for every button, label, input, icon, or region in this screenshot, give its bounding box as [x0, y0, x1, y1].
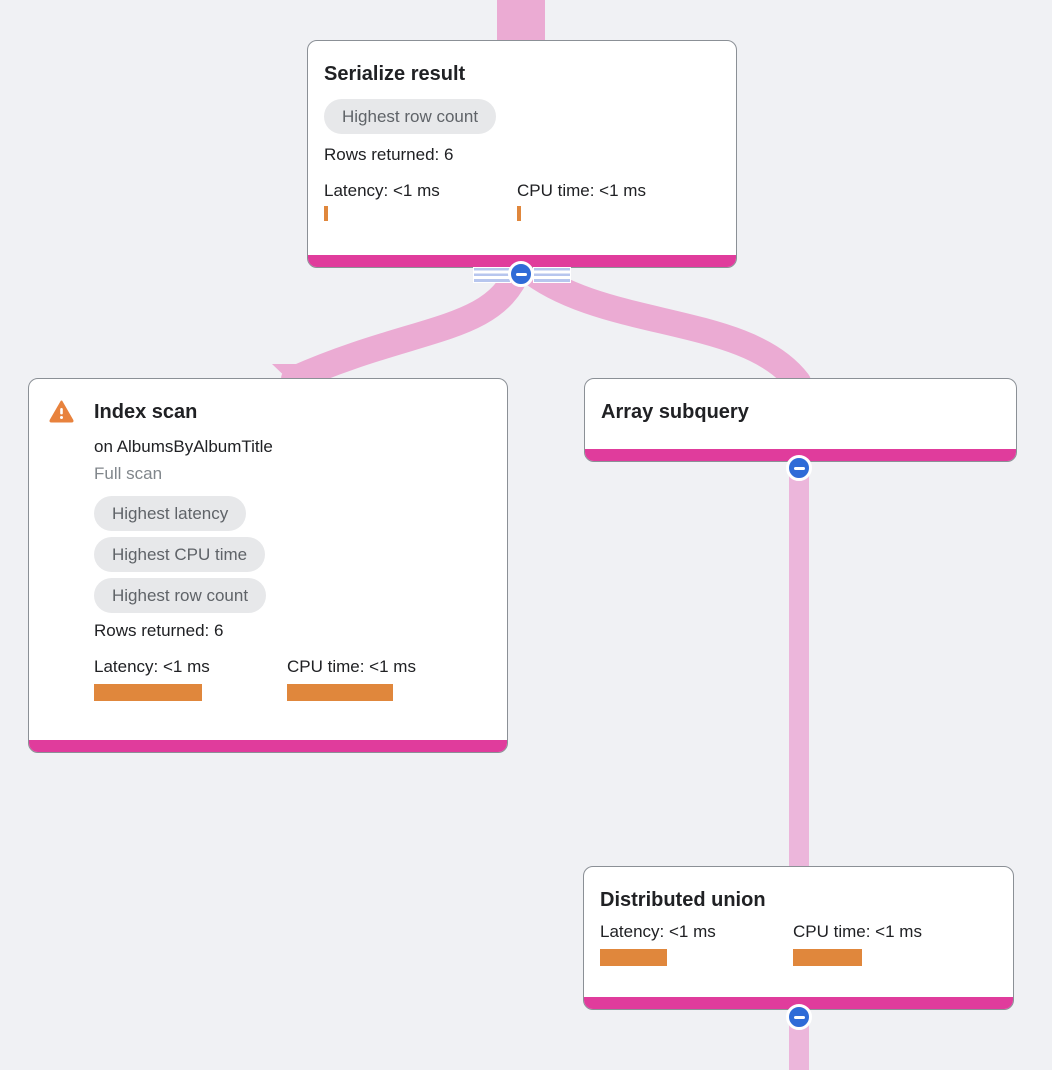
accent-bar	[29, 740, 507, 752]
edge-serialize-to-index-scan	[281, 255, 532, 392]
edge-serialize-to-array-subquery	[513, 255, 811, 395]
minus-icon	[793, 466, 805, 470]
latency-label: Latency: <1 ms	[94, 657, 210, 676]
node-subtitle: on AlbumsByAlbumTitle	[94, 437, 273, 456]
node-card-serialize-result[interactable]: Serialize result Highest row count Rows …	[307, 40, 737, 268]
node-card-array-subquery[interactable]: Array subquery	[584, 378, 1017, 462]
accent-bar	[584, 997, 1013, 1009]
badge-highest-latency: Highest latency	[94, 496, 247, 531]
node-note: Full scan	[94, 464, 163, 483]
cpu-time-label: CPU time: <1 ms	[517, 181, 646, 200]
cpu-time-bar	[517, 206, 521, 221]
latency-bar	[324, 206, 328, 221]
collapse-button-distributed-union[interactable]	[786, 1004, 812, 1030]
badge-highest-row-count: Highest row count	[94, 578, 267, 613]
node-title: Index scan	[94, 401, 198, 423]
cpu-time-bar	[793, 949, 862, 966]
minus-icon	[515, 272, 527, 276]
latency-label: Latency: <1 ms	[324, 181, 440, 200]
node-title: Serialize result	[324, 63, 466, 85]
warning-icon	[49, 400, 74, 428]
latency-label: Latency: <1 ms	[600, 922, 716, 941]
minus-icon	[793, 1015, 805, 1019]
rows-returned: Rows returned: 6	[94, 621, 224, 640]
badge-highest-row-count: Highest row count	[324, 99, 497, 134]
latency-bar	[94, 684, 202, 701]
node-title: Distributed union	[600, 889, 766, 911]
cpu-time-label: CPU time: <1 ms	[793, 922, 922, 941]
rows-returned: Rows returned: 6	[324, 145, 454, 164]
collapse-button-serialize-result[interactable]	[508, 261, 534, 287]
hidden-children-stripes-left	[473, 267, 511, 283]
node-card-index-scan[interactable]: Index scan on AlbumsByAlbumTitle Full sc…	[28, 378, 508, 753]
hidden-children-stripes-right	[533, 267, 571, 283]
cpu-time-bar	[287, 684, 393, 701]
badge-highest-cpu-time: Highest CPU time	[94, 537, 266, 572]
node-title: Array subquery	[601, 401, 749, 423]
collapse-button-array-subquery[interactable]	[786, 455, 812, 481]
edge-trunk-top	[497, 0, 545, 46]
edge-arrow-tip	[272, 364, 314, 384]
node-card-distributed-union[interactable]: Distributed union Latency: <1 ms CPU tim…	[583, 866, 1014, 1010]
latency-bar	[600, 949, 667, 966]
edge-array-subquery-to-distributed-union	[789, 452, 809, 868]
cpu-time-label: CPU time: <1 ms	[287, 657, 416, 676]
